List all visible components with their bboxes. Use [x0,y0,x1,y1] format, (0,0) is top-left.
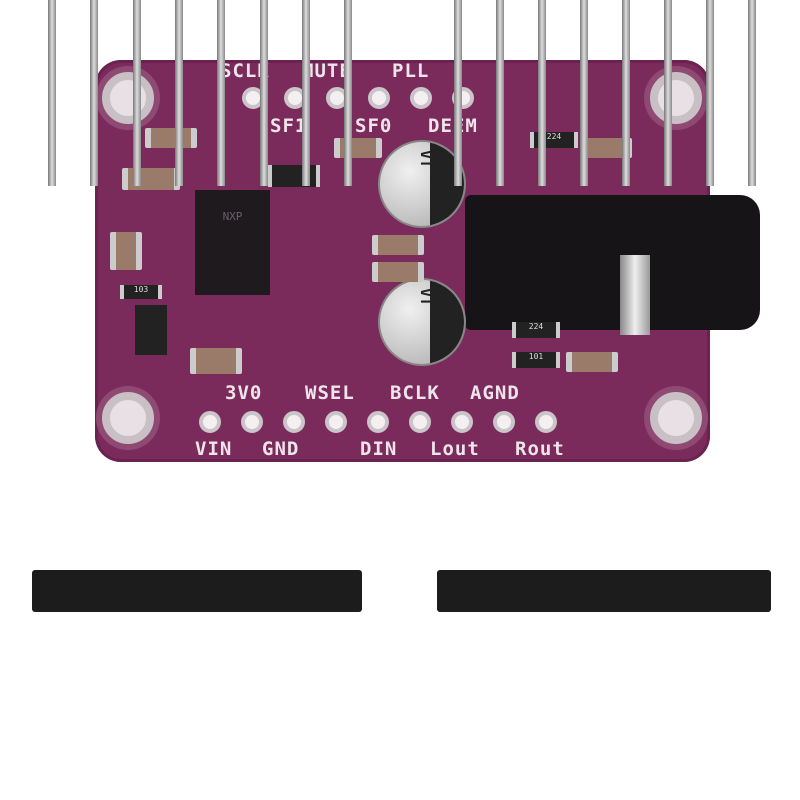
smd-capacitor [372,262,424,282]
audio-jack [465,195,760,330]
header-pin [706,0,714,186]
solder-pad [325,411,347,433]
pin-label: 3V0 [225,382,263,404]
pin-label: WSEL [305,382,355,404]
pin-label: MUTE [302,60,352,82]
solder-pad [241,411,263,433]
pin-label: Lout [430,438,480,460]
smd-resistor: 101 [512,352,560,368]
smd-capacitor [190,348,242,374]
solder-pad [368,87,390,109]
smd-capacitor [122,168,180,190]
solder-pad [451,411,473,433]
header-pin [496,0,504,186]
header-pin [664,0,672,186]
header-pin [259,0,268,186]
pin-label: DEEM [428,115,478,137]
smd-resistor [268,165,320,187]
smd-capacitor [372,235,424,255]
electrolytic-capacitor: 47 16V VT [378,278,466,366]
dac-chip: NXP [195,190,270,295]
header-pin [48,0,56,186]
smd-capacitor [566,352,618,372]
header-pin [748,0,756,186]
pin-label: BCLK [390,382,440,404]
pin-label: GND [262,438,300,460]
header-pin [538,0,546,186]
pin-label: Rout [515,438,565,460]
jack-terminal [620,255,650,335]
pin-label: SF1 [270,115,308,137]
smd-resistor: 103 [120,285,162,299]
pin-header-left[interactable] [32,570,362,612]
regulator-ic [135,305,167,355]
solder-pad [367,411,389,433]
mounting-hole [650,72,702,124]
header-pin [90,0,99,186]
pin-header-right[interactable] [437,570,771,612]
smd-capacitor [334,138,382,158]
header-pin [132,0,141,186]
pin-label: SCLK [220,60,270,82]
smd-capacitor [145,128,197,148]
smd-capacitor [110,232,142,270]
solder-pad [283,411,305,433]
pin-label: PLL [392,60,430,82]
header-pin [454,0,462,186]
header-pin [580,0,588,186]
header-pin [622,0,630,186]
solder-pad [535,411,557,433]
mounting-hole [102,72,154,124]
solder-pad [409,411,431,433]
chip-marking: NXP [222,210,243,223]
header-pin [174,0,183,186]
mounting-hole [102,392,154,444]
solder-pad [199,411,221,433]
mounting-hole [650,392,702,444]
solder-pad [410,87,432,109]
header-pin [217,0,226,186]
header-pin [301,0,310,186]
solder-pad [493,411,515,433]
electrolytic-capacitor: 47 16V VT [378,140,466,228]
header-pin [344,0,353,186]
pin-label: SF0 [355,115,393,137]
pin-label: AGND [470,382,520,404]
pin-label: DIN [360,438,398,460]
smd-resistor: 224 [512,322,560,338]
pin-label: VIN [195,438,233,460]
